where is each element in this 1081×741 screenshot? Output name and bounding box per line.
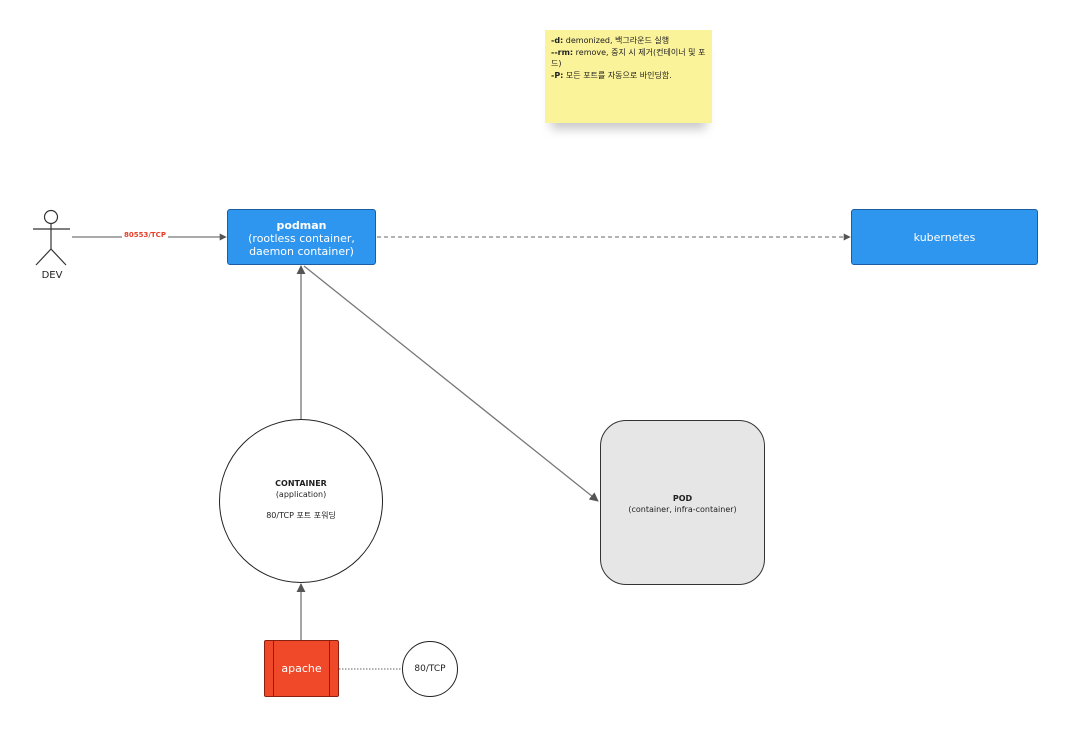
dev-label: DEV — [41, 270, 63, 281]
port-80-label: 80/TCP — [414, 664, 446, 674]
apache-left-divider — [273, 641, 274, 696]
pod-title: POD — [672, 494, 693, 503]
dev-podman-edge-label: 80553/TCP — [122, 231, 168, 239]
sticky-note[interactable]: -d: demonized, 백그라운드 실행 --rm: remove, 중지… — [545, 30, 712, 123]
podman-title: podman — [276, 219, 327, 232]
dev-actor-icon[interactable] — [33, 209, 70, 266]
apache-label: apache — [281, 662, 322, 675]
container-title: CONTAINER — [275, 479, 327, 488]
container-port-text: 80/TCP 포트 포워딩 — [266, 511, 336, 520]
pod-box[interactable]: POD (container, infra-container) — [600, 420, 765, 585]
podman-box[interactable]: podman (rootless container, daemon conta… — [227, 209, 376, 265]
sticky-line-3: -P: 모든 포트를 자동으로 바인딩함. — [551, 70, 672, 80]
apache-box[interactable]: apache — [264, 640, 339, 697]
kubernetes-label: kubernetes — [913, 230, 976, 244]
podman-line-2: daemon container) — [249, 245, 354, 258]
sticky-line-2: --rm: remove, 중지 시 제거(컨테이너 및 포드) — [551, 47, 706, 69]
podman-to-pod-arrow — [303, 265, 599, 502]
port-80-circle[interactable]: 80/TCP — [402, 641, 458, 697]
container-subtitle: (application) — [275, 490, 327, 499]
apache-right-divider — [329, 641, 330, 696]
sticky-line-1: -d: demonized, 백그라운드 실행 — [551, 36, 670, 45]
pod-subtitle: (container, infra-container) — [628, 505, 737, 514]
podman-line-1: (rootless container, — [248, 232, 355, 245]
container-circle[interactable]: CONTAINER (application) 80/TCP 포트 포워딩 — [219, 419, 383, 583]
kubernetes-box[interactable]: kubernetes — [851, 209, 1038, 265]
